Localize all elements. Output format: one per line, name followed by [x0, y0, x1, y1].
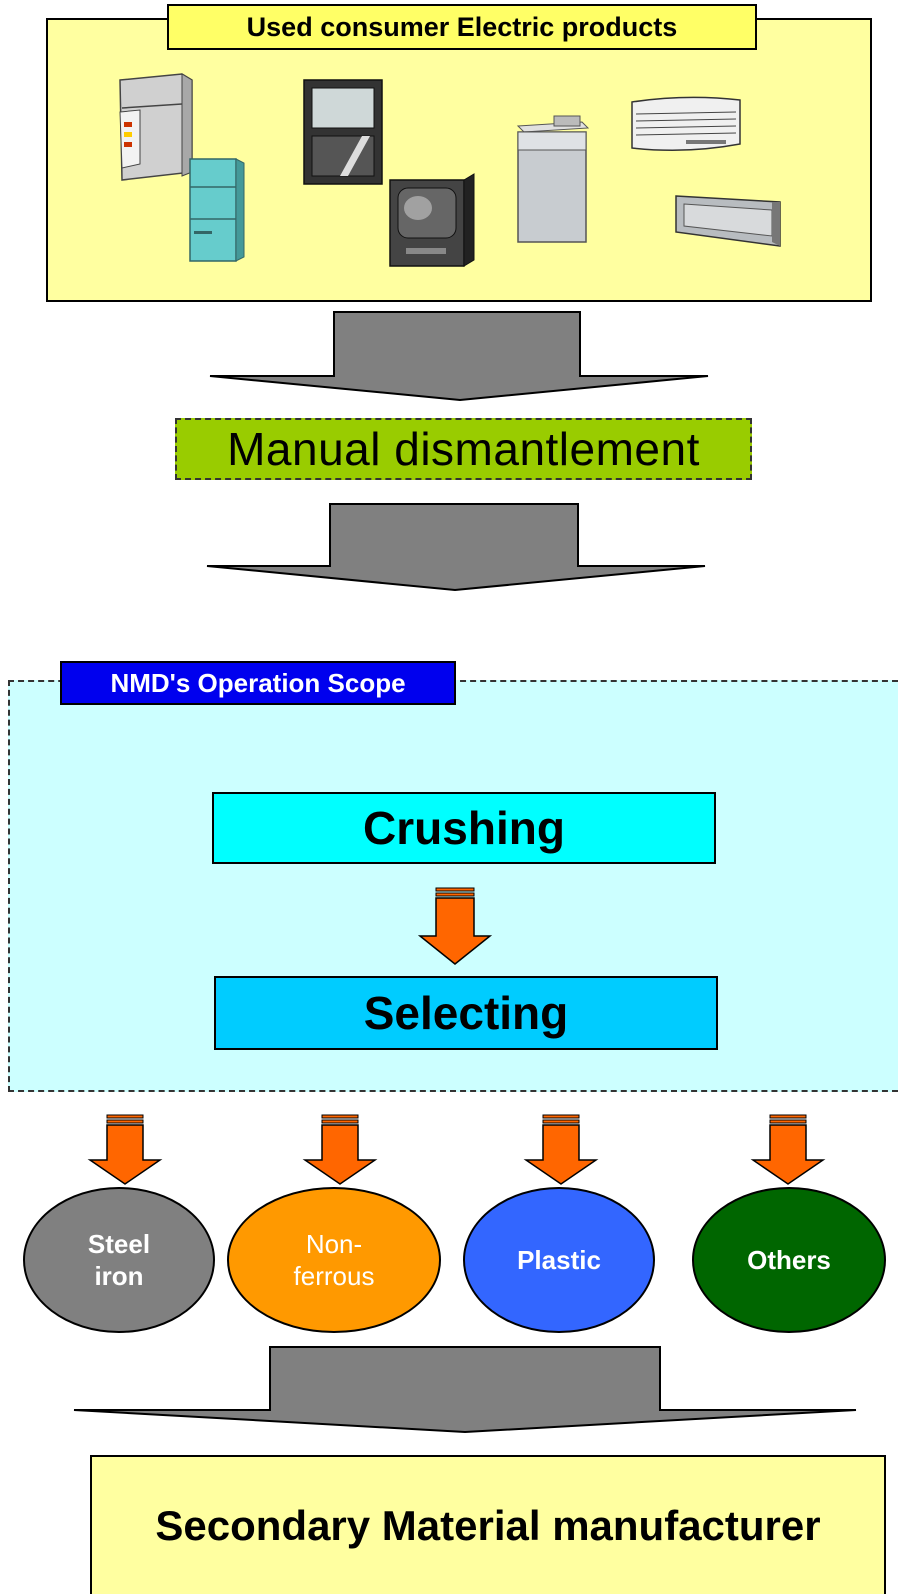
- output-steel-iron: Steel iron: [23, 1187, 215, 1333]
- air-conditioner-icon: [675, 195, 781, 247]
- refrigerator-icon: [119, 73, 193, 181]
- operation-scope-label: NMD's Operation Scope: [60, 661, 456, 705]
- output-non-ferrous: Non- ferrous: [227, 1187, 441, 1333]
- crushing-box: Crushing: [212, 792, 716, 864]
- secondary-material-manufacturer-box: Secondary Material manufacturer: [90, 1455, 886, 1594]
- refrigerator-icon: [189, 158, 245, 262]
- display-cabinet-icon: [303, 79, 383, 185]
- output-label: Steel iron: [87, 1229, 151, 1291]
- washing-machine-icon: [516, 115, 590, 243]
- output-label: Plastic: [517, 1245, 601, 1275]
- output-plastic: Plastic: [463, 1187, 655, 1333]
- output-others: Others: [692, 1187, 886, 1333]
- television-icon: [389, 173, 475, 267]
- selecting-box: Selecting: [214, 976, 718, 1050]
- output-label: Non- ferrous: [293, 1229, 375, 1291]
- air-conditioner-icon: [631, 96, 741, 151]
- products-title: Used consumer Electric products: [167, 4, 757, 50]
- output-label: Others: [747, 1245, 831, 1275]
- manual-dismantlement-box: Manual dismantlement: [175, 418, 752, 480]
